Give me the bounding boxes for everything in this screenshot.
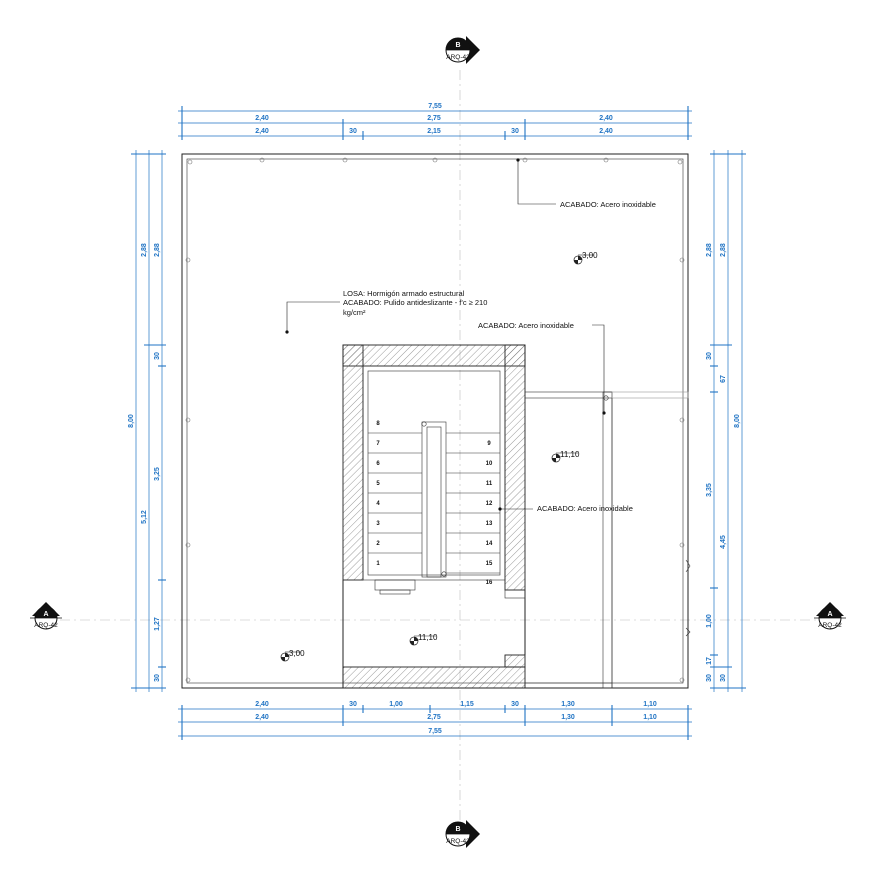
level-marker-lower-left: 3,00 (280, 649, 305, 662)
dim-right-in-4: 3,35 (706, 483, 713, 497)
level-value: 3,00 (289, 649, 305, 658)
dim-bot-det-1: 2,40 (255, 701, 269, 708)
section-sheet: ARQ-42 (446, 838, 470, 845)
step-label: 14 (486, 541, 493, 547)
dim-left-outer: 8,00 (128, 414, 135, 428)
dim-right-in-3: 67 (720, 375, 727, 383)
dim-right-mid-3: 30 (720, 674, 727, 682)
top-dimensions: 7,55 2,40 2,75 2,40 2,40 30 2,15 30 2,40 (255, 103, 613, 135)
dim-top-det-2: 30 (349, 128, 357, 135)
level-value: 11,10 (418, 633, 438, 642)
level-marker-stair-right: 11,10 (551, 450, 580, 463)
dim-left-in-4: 1,27 (154, 617, 161, 631)
dim-top-det-5: 2,40 (599, 128, 613, 135)
dim-top-det-1: 2,40 (255, 128, 269, 135)
level-value: 3,00 (582, 251, 598, 260)
step-label: 15 (486, 561, 493, 567)
leader-lines (286, 160, 605, 510)
note-acabado-mid: ACABADO: Acero inoxidable (478, 321, 574, 330)
dim-right-mid-2: 4,45 (720, 535, 727, 549)
dim-left-in-3: 3,25 (154, 467, 161, 481)
dim-bot-mid-4: 1,10 (643, 714, 657, 721)
step-label: 1 (376, 561, 380, 567)
dim-bot-mid-1: 2,40 (255, 714, 269, 721)
dim-left-in-1: 2,88 (154, 243, 161, 257)
section-marker-left: A ARQ-42 (30, 602, 62, 630)
leader-dots (285, 158, 606, 511)
step-label: 7 (376, 441, 380, 447)
level-marker-upper-right: 3,00 (573, 251, 598, 265)
step-label: 4 (376, 501, 380, 507)
step-label: 6 (376, 461, 380, 467)
dim-bot-det-7: 1,10 (643, 701, 657, 708)
dim-left-mid-1: 2,88 (141, 243, 148, 257)
dim-bot-det-3: 1,00 (389, 701, 403, 708)
dim-right-in-2: 30 (706, 352, 713, 360)
step-label: 13 (486, 521, 493, 527)
dim-top-total: 7,55 (428, 103, 442, 110)
left-dimensions: 8,00 2,88 5,12 2,88 30 3,25 1,27 30 (128, 243, 161, 682)
section-marker-right: A ARQ-42 (814, 602, 846, 630)
dim-right-in-6: 17 (706, 657, 713, 665)
dim-left-in-2: 30 (154, 352, 161, 360)
right-dimensions: 2,88 30 67 3,35 1,00 17 30 2,88 4,45 30 … (706, 243, 741, 682)
dim-right-mid-1: 2,88 (720, 243, 727, 257)
note-losa-line-3: kg/cm² (343, 308, 366, 317)
dim-bot-det-4: 1,15 (460, 701, 474, 708)
dimension-lines (131, 106, 746, 740)
section-sheet: ARQ-42 (818, 622, 842, 629)
dim-top-det-3: 2,15 (427, 128, 441, 135)
note-losa-line-1: LOSA: Hormigón armado estructural (343, 289, 465, 298)
step-label: 8 (376, 421, 380, 427)
dim-bot-det-5: 30 (511, 701, 519, 708)
axis-lines (60, 70, 820, 820)
dim-left-mid-2: 5,12 (141, 510, 148, 524)
step-label: 2 (376, 541, 380, 547)
section-letter: B (455, 42, 460, 49)
section-letter: A (827, 611, 832, 618)
level-marker-lower-center: 11,10 (409, 633, 438, 646)
railing (524, 391, 691, 689)
stair-step-numbers: 8 7 6 5 4 3 2 1 9 10 11 12 13 14 15 16 (376, 421, 493, 586)
dim-top-det-4: 30 (511, 128, 519, 135)
dim-right-in-1: 2,88 (706, 243, 713, 257)
step-label: 5 (376, 481, 380, 487)
step-label: 16 (486, 580, 493, 586)
dim-left-in-5: 30 (154, 674, 161, 682)
note-losa-line-2: ACABADO: Pulido antideslizante - f'c ≥ 2… (343, 298, 487, 307)
note-acabado-stair: ACABADO: Acero inoxidable (537, 504, 633, 513)
dim-bot-det-6: 1,30 (561, 701, 575, 708)
bottom-dimensions: 2,40 30 1,00 1,15 30 1,30 1,10 2,40 2,75… (255, 701, 657, 735)
section-sheet: ARQ-42 (34, 622, 58, 629)
step-label: 12 (486, 501, 493, 507)
section-sheet: ARQ-42 (446, 54, 470, 61)
dim-right-outer: 8,00 (734, 414, 741, 428)
section-marker-top: B ARQ-42 (445, 36, 480, 64)
dim-bot-total: 7,55 (428, 728, 442, 735)
level-value: 11,10 (560, 450, 580, 459)
dim-right-in-5: 1,00 (706, 614, 713, 628)
step-label: 11 (486, 481, 493, 487)
section-letter: A (43, 611, 48, 618)
dim-top-mid-1: 2,40 (255, 115, 269, 122)
dim-bot-mid-3: 1,30 (561, 714, 575, 721)
step-label: 10 (486, 461, 493, 467)
dim-right-in-7: 30 (706, 674, 713, 682)
section-marker-bottom: B ARQ-42 (445, 820, 480, 848)
section-letter: B (455, 826, 460, 833)
note-acabado-top: ACABADO: Acero inoxidable (560, 200, 656, 209)
dim-top-mid-3: 2,40 (599, 115, 613, 122)
stair-core (342, 344, 526, 689)
dim-bot-det-2: 30 (349, 701, 357, 708)
step-label: 3 (376, 521, 380, 527)
dim-top-mid-2: 2,75 (427, 115, 441, 122)
dim-bot-mid-2: 2,75 (427, 714, 441, 721)
step-label: 9 (487, 441, 491, 447)
stair-treads (368, 421, 500, 578)
annotations: ACABADO: Acero inoxidable LOSA: Hormigón… (343, 200, 656, 513)
